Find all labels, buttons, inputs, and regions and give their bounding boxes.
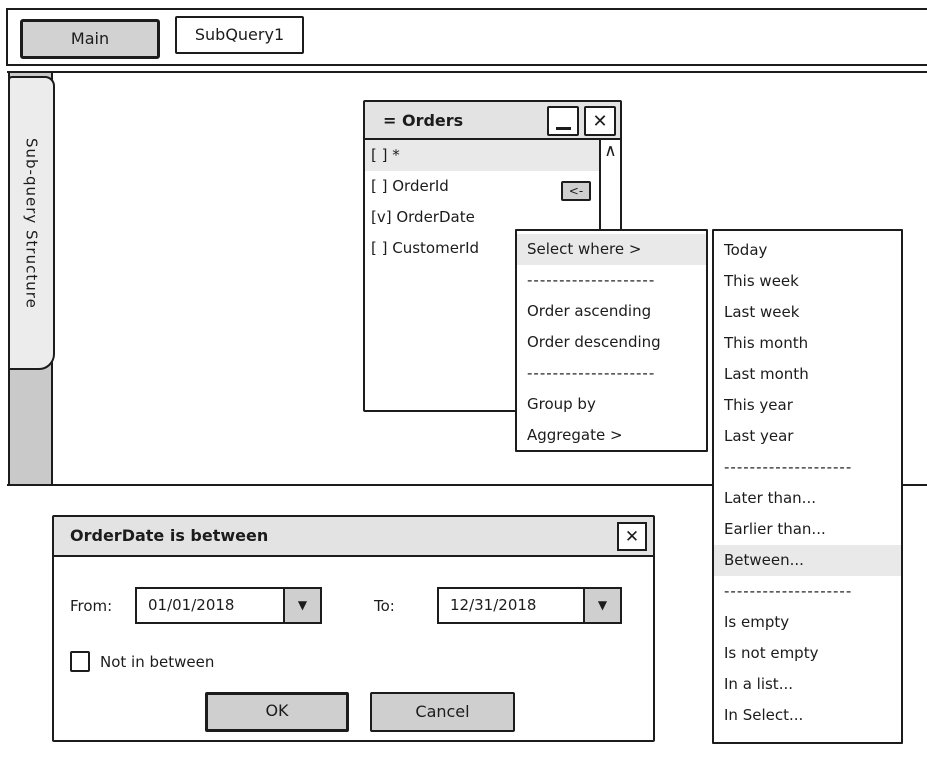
query-canvas: [7, 71, 927, 486]
minimize-icon: [555, 127, 571, 130]
field-context-menu: Select where > -------------------- Order …: [515, 229, 708, 452]
menu-item[interactable]: Earlier than...: [724, 520, 826, 538]
menu-item[interactable]: Order ascending: [527, 302, 652, 320]
to-date-combobox[interactable]: 12/31/2018 ▼: [437, 587, 622, 624]
tab-subquery1[interactable]: SubQuery1: [175, 16, 304, 54]
chevron-down-icon: ▼: [297, 598, 308, 612]
menu-item[interactable]: Is empty: [724, 613, 790, 631]
not-in-between-label: Not in between: [100, 653, 215, 671]
field-row[interactable]: [ ] CustomerId: [371, 239, 480, 257]
menu-item[interactable]: Order descending: [527, 333, 661, 351]
ok-button[interactable]: OK: [205, 692, 349, 732]
chevron-down-icon: ▼: [597, 598, 608, 612]
menu-item[interactable]: Aggregate >: [527, 426, 623, 444]
sidebar-tab-label: Sub-query Structure: [22, 137, 41, 309]
menu-item[interactable]: This year: [724, 396, 793, 414]
to-date-value[interactable]: 12/31/2018: [450, 596, 537, 614]
menu-item[interactable]: Today: [724, 241, 768, 259]
menu-item[interactable]: Between...: [714, 545, 901, 576]
field-row[interactable]: [v] OrderDate: [371, 208, 475, 226]
query-tab-bar: Main SubQuery1: [6, 8, 927, 66]
menu-item[interactable]: Last year: [724, 427, 794, 445]
from-date-value[interactable]: 01/01/2018: [148, 596, 235, 614]
menu-item[interactable]: Last month: [724, 365, 809, 383]
dropdown-button[interactable]: ▼: [283, 589, 320, 622]
menu-item[interactable]: Group by: [527, 395, 596, 413]
menu-separator: --------------------: [724, 582, 853, 600]
not-in-between-checkbox[interactable]: [70, 651, 90, 672]
menu-item[interactable]: Is not empty: [724, 644, 819, 662]
dropdown-button[interactable]: ▼: [583, 589, 620, 622]
sidebar-tab-subquery-structure[interactable]: Sub-query Structure: [8, 76, 55, 370]
between-dialog: OrderDate is between ✕ From: 01/01/2018 …: [52, 515, 655, 742]
menu-item[interactable]: This week: [724, 272, 799, 290]
field-row[interactable]: [ ] *: [365, 140, 599, 171]
close-icon: ✕: [592, 111, 608, 132]
menu-item[interactable]: Later than...: [724, 489, 816, 507]
to-label: To:: [374, 597, 395, 615]
cancel-button[interactable]: Cancel: [370, 692, 515, 732]
tab-main[interactable]: Main: [20, 19, 160, 59]
menu-item[interactable]: Select where >: [517, 234, 706, 265]
from-date-combobox[interactable]: 01/01/2018 ▼: [135, 587, 322, 624]
menu-item[interactable]: This month: [724, 334, 809, 352]
menu-item[interactable]: In Select...: [724, 706, 804, 724]
orders-window-title: = Orders: [383, 110, 464, 130]
side-rail: Sub-query Structure: [8, 73, 55, 484]
between-dialog-title: OrderDate is between: [70, 526, 269, 545]
orders-window-titlebar[interactable]: = Orders ✕: [365, 102, 620, 140]
close-button[interactable]: ✕: [584, 106, 616, 136]
chevron-up-icon[interactable]: ∧: [604, 141, 617, 161]
from-label: From:: [70, 597, 113, 615]
menu-item[interactable]: In a list...: [724, 675, 793, 693]
minimize-button[interactable]: [547, 106, 579, 136]
menu-separator: --------------------: [724, 458, 853, 476]
between-dialog-titlebar[interactable]: OrderDate is between ✕: [54, 517, 653, 557]
close-icon: ✕: [624, 527, 640, 547]
field-row[interactable]: [ ] OrderId: [371, 177, 449, 195]
menu-separator: --------------------: [527, 364, 656, 382]
move-field-button[interactable]: <-: [561, 181, 591, 201]
menu-separator: --------------------: [527, 271, 656, 289]
dialog-close-button[interactable]: ✕: [617, 522, 647, 551]
menu-item[interactable]: Last week: [724, 303, 800, 321]
